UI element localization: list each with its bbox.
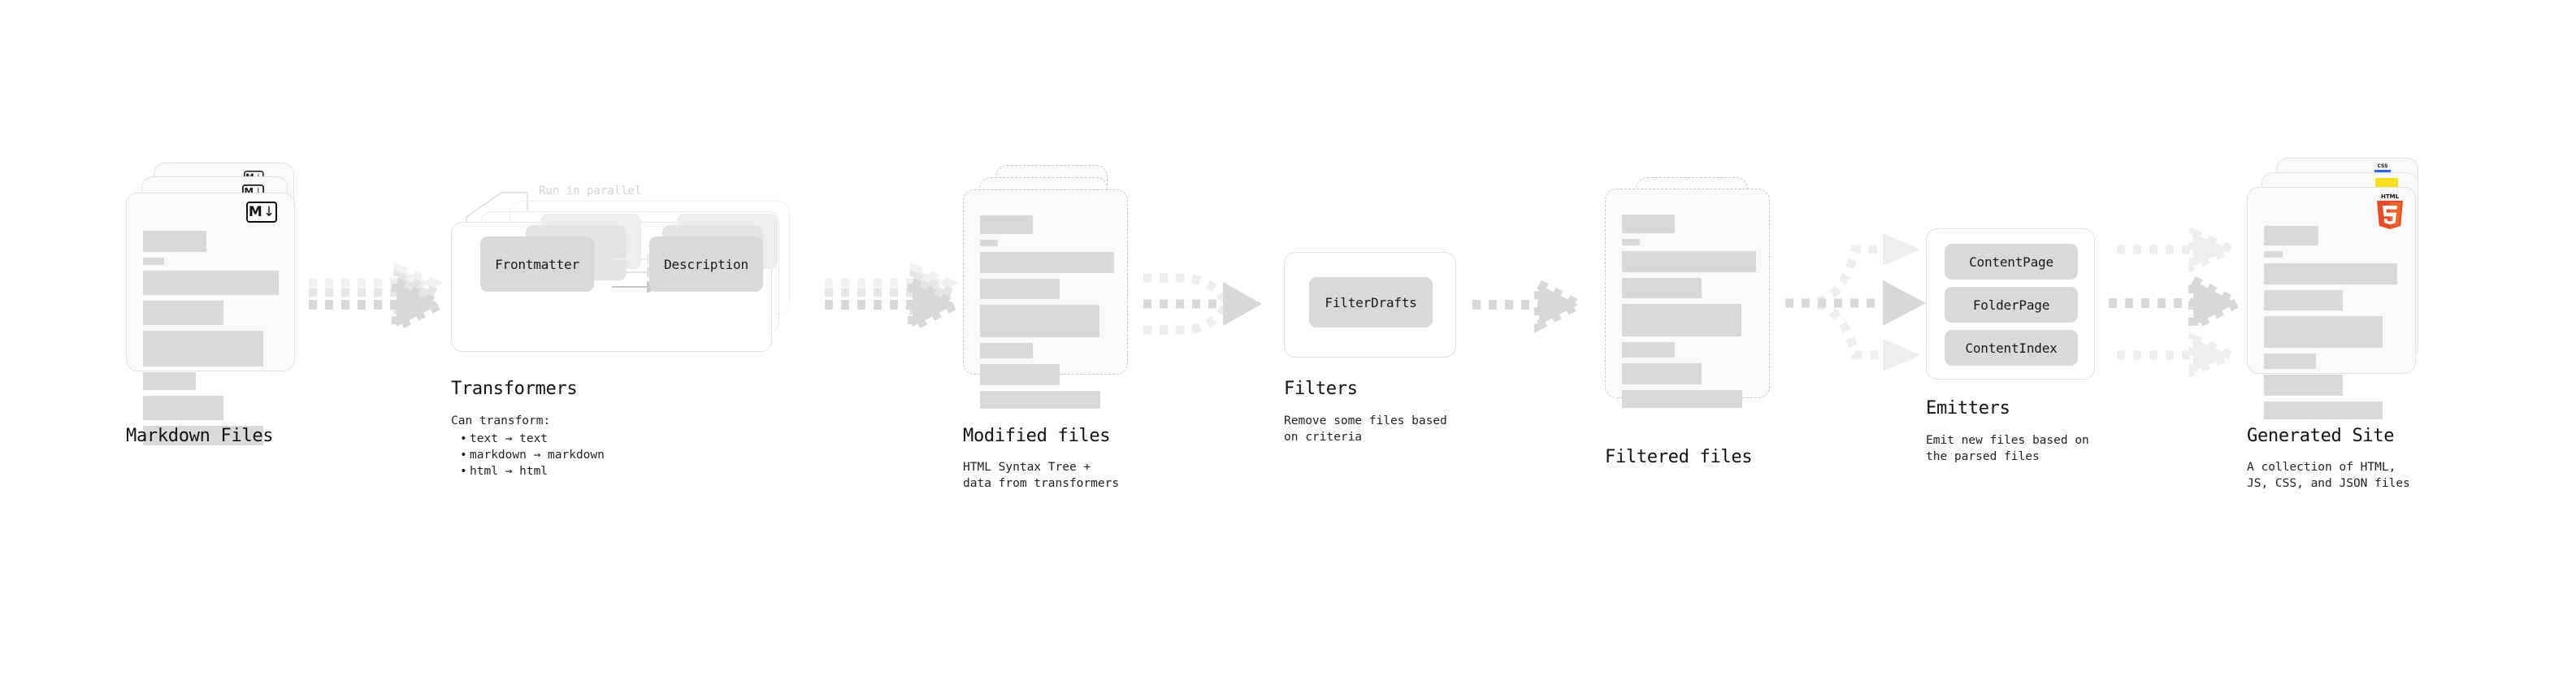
content-bar (1622, 342, 1675, 358)
content-bar (980, 279, 1060, 299)
generated-site-subtitle: A collection of HTML, JS, CSS, and JSON … (2247, 461, 2410, 490)
filters-subtitle: Remove some files based on criteria (1284, 414, 1447, 444)
content-bar (1622, 304, 1741, 336)
css-icon: CSS (2374, 163, 2391, 172)
filtered-files-stack (1605, 177, 1780, 437)
filtered-card-content (1622, 215, 1756, 414)
content-bar (980, 343, 1033, 358)
emitters-box: ContentPage FolderPage ContentIndex (1926, 228, 2095, 380)
content-bar (143, 396, 223, 420)
html5-icon-label: HTML (2381, 193, 2400, 200)
markdown-icon-letter: M (244, 186, 254, 197)
content-bar (2264, 263, 2397, 284)
emitter-chip-folderpage[interactable]: FolderPage (1945, 287, 2078, 323)
list-item: text → text (459, 431, 605, 447)
content-bar (1622, 363, 1702, 384)
content-bar (143, 301, 223, 325)
content-bar (980, 240, 998, 246)
connector-modified-to-filters (1143, 273, 1262, 335)
content-bar (2264, 251, 2283, 258)
content-bar (143, 231, 206, 252)
filters-box: FilterDrafts (1284, 252, 1456, 358)
filtered-files-title: Filtered files (1605, 447, 1753, 467)
content-bar (143, 426, 263, 445)
content-bar (1622, 278, 1702, 298)
content-bar (980, 305, 1099, 337)
emitters-subtitle: Emit new files based on the parsed files (1926, 434, 2089, 463)
content-bar (980, 215, 1033, 234)
content-bar (143, 331, 263, 367)
content-bar (1622, 215, 1675, 233)
chip-label: FolderPage (1972, 297, 2050, 313)
chip-label: Description (664, 256, 748, 272)
content-bar (1622, 390, 1742, 408)
filter-chip-filterdrafts[interactable]: FilterDrafts (1309, 277, 1433, 327)
css-icon-bar (2374, 170, 2391, 172)
markdown-files-title: Markdown Files (126, 426, 274, 446)
modified-files-subtitle: HTML Syntax Tree + data from transformer… (963, 461, 1120, 490)
transformers-capability-list: text → text markdown → markdown html → h… (459, 431, 605, 479)
modified-files-stack (963, 165, 1138, 425)
modified-files-title: Modified files (963, 426, 1111, 446)
markdown-icon-arrow: ↓ (262, 203, 275, 220)
generated-site-title: Generated Site (2247, 426, 2395, 446)
generated-site-stack: CSS HTML (2247, 158, 2434, 426)
content-bar (980, 364, 1060, 385)
markdown-files-stack: M ↓ M ↓ M ↓ (126, 163, 301, 445)
chip-label: Frontmatter (495, 256, 579, 272)
content-bar (2264, 401, 2383, 419)
connector-filtered-to-emitters (1785, 233, 1926, 371)
list-item: html → html (459, 463, 605, 479)
content-bar (2264, 354, 2316, 369)
run-in-parallel-label: Run in parallel (539, 184, 642, 197)
content-bar (980, 391, 1100, 409)
connector-emitters-to-site (2109, 226, 2247, 379)
content-bar (143, 258, 164, 265)
content-bar (143, 271, 279, 295)
content-bar (2264, 226, 2318, 245)
chip-label: ContentIndex (1965, 340, 2058, 356)
emitter-chip-contentindex[interactable]: ContentIndex (1945, 330, 2078, 366)
connector-md-to-transformers (309, 262, 450, 335)
transformers-title: Transformers (451, 379, 578, 399)
content-bar (2264, 316, 2383, 348)
markdown-icon-letter: M (248, 203, 262, 220)
html5-icon: HTML (2377, 193, 2403, 229)
content-bar (2264, 375, 2343, 396)
content-bar (1622, 239, 1640, 245)
transformers-subtitle: Can transform: (451, 414, 551, 427)
markdown-icon: M ↓ (246, 202, 277, 223)
content-bar (143, 372, 196, 390)
emitter-chip-contentpage[interactable]: ContentPage (1945, 244, 2078, 280)
connector-filters-to-filtered (1472, 276, 1589, 333)
modified-card-content (980, 215, 1114, 414)
transformer-chip-frontmatter[interactable]: Frontmatter (480, 236, 594, 292)
filters-title: Filters (1284, 379, 1358, 399)
chip-label: FilterDrafts (1325, 294, 1417, 310)
site-card-content (2264, 226, 2397, 425)
markdown-icon-arrow: ↓ (254, 186, 262, 197)
connector-transformers-to-modified (825, 262, 966, 335)
content-bar (980, 252, 1114, 273)
transformer-chip-description[interactable]: Description (649, 236, 763, 292)
emitters-title: Emitters (1926, 398, 2010, 419)
css-icon-label: CSS (2377, 163, 2388, 169)
content-bar (1622, 251, 1756, 272)
chip-label: ContentPage (1969, 254, 2053, 270)
list-item: markdown → markdown (459, 447, 605, 463)
content-bar (2264, 290, 2343, 310)
transformers-group: Run in parallel Frontmat (451, 183, 817, 374)
markdown-card-content (143, 231, 279, 451)
